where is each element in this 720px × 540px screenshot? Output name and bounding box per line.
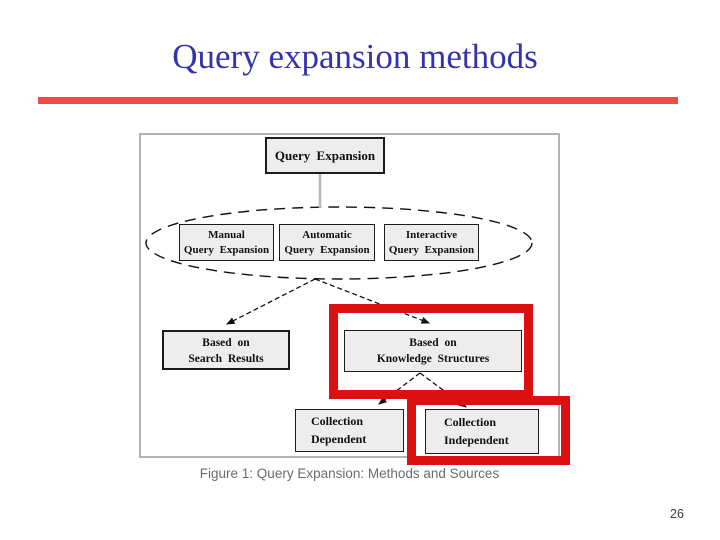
dashed-ellipse [145,206,533,280]
slide-title: Query expansion methods [172,37,538,76]
node-label-line2: Query Expansion [183,244,270,256]
page-number: 26 [670,507,684,521]
node-query-expansion: Query Expansion [265,137,385,174]
node-label-line2: Query Expansion [284,244,370,256]
node-collection-dependent: Collection Dependent [295,409,404,452]
node-label-line1: Based on [409,337,457,349]
node-label-line2: Dependent [311,432,367,446]
node-collection-independent: Collection Independent [425,409,539,454]
node-label-line2: Knowledge Structures [376,353,490,365]
node-label-line1: Automatic [302,229,352,241]
node-based-on-knowledge-structures: Based on Knowledge Structures [344,330,522,372]
node-interactive-query-expansion: Interactive Query Expansion [384,224,479,261]
node-label-line2: Query Expansion [388,244,475,256]
figure-panel: Query Expansion Manual Query Expansion A… [139,133,570,465]
node-label-line1: Based on [202,337,250,349]
node-label-line2: Search Results [188,353,264,365]
node-based-on-search-results: Based on Search Results [162,330,290,370]
node-label-line1: Manual [208,229,245,241]
node-label-line1: Collection [444,415,496,429]
arrow-to-knowledge-structures [314,278,430,324]
node-label-line1: Interactive [405,229,458,241]
highlight-box-knowledge-structures [329,304,533,399]
node-label-line1: Collection [311,414,363,428]
node-label: Query Expansion [274,148,376,163]
node-automatic-query-expansion: Automatic Query Expansion [279,224,375,261]
title-underline-rule [38,97,678,104]
node-label-line2: Independent [444,433,509,447]
node-manual-query-expansion: Manual Query Expansion [179,224,274,261]
arrow-to-search-results [226,278,316,325]
highlight-box-collection-independent [407,396,570,465]
figure-caption: Figure 1: Query Expansion: Methods and S… [199,466,500,481]
